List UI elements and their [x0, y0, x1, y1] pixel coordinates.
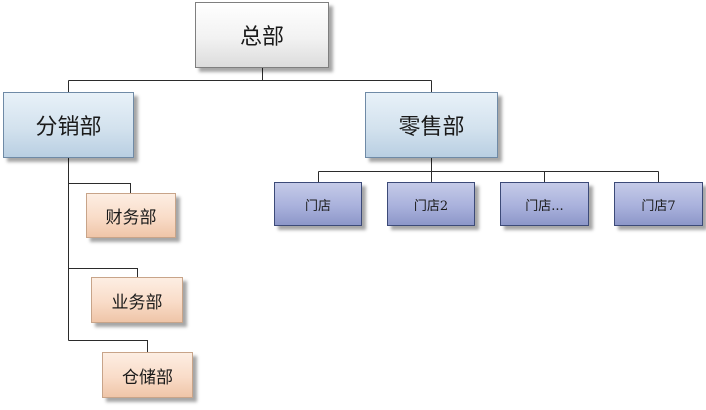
unit-node-warehouse: 仓储部: [102, 352, 193, 398]
root-node-headquarters: 总部: [195, 2, 329, 68]
store-node-7: 门店7: [614, 182, 703, 226]
unit-node-business: 业务部: [91, 277, 183, 323]
connector-to-business: [68, 268, 138, 277]
connector-to-warehouse: [68, 340, 148, 352]
department-node-distribution: 分销部: [3, 92, 134, 158]
connector-to-finance: [68, 183, 131, 193]
department-node-retail: 零售部: [365, 92, 498, 158]
store-node-2: 门店2: [387, 182, 475, 226]
unit-node-finance: 财务部: [86, 193, 176, 238]
store-node-ellipsis: 门店...: [500, 182, 589, 226]
store-node-1: 门店: [274, 182, 362, 226]
